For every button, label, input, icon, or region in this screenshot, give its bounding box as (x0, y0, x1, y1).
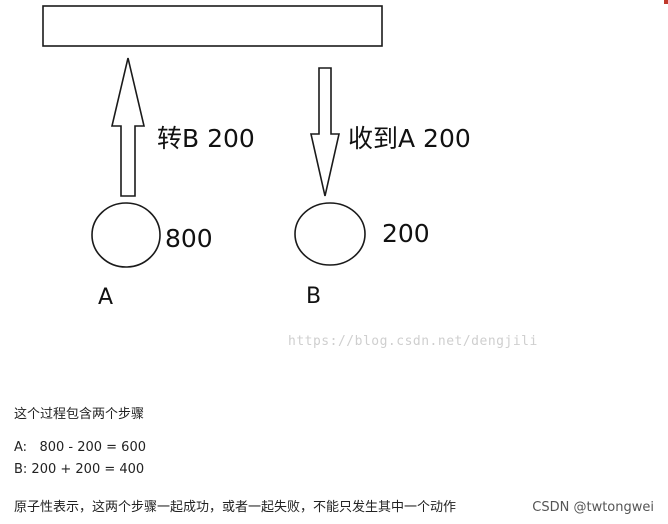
arrow-right-label: 收到A 200 (348, 124, 471, 153)
node-a-name: A (98, 285, 114, 310)
node-b-name: B (306, 284, 322, 309)
watermark-url: https://blog.csdn.net/dengjili (288, 334, 538, 349)
bank-box (42, 5, 383, 47)
notes-conclusion: 原子性表示，这两个步骤一起成功，或者一起失败，不能只发生其中一个动作 (14, 500, 457, 515)
transfer-diagram (42, 5, 383, 268)
corner-marker (664, 0, 668, 4)
arrow-left-label: 转B 200 (157, 124, 255, 153)
up-arrow-icon (110, 57, 146, 197)
notes-step-b: B: 200 + 200 = 400 (14, 462, 145, 477)
down-arrow-icon (309, 67, 341, 197)
notes-step-a: A: 800 - 200 = 600 (14, 440, 146, 455)
csdn-credit: CSDN @twtongwei (532, 500, 654, 515)
notes-heading: 这个过程包含两个步骤 (14, 407, 145, 422)
node-b-ellipse (294, 202, 366, 266)
node-a-value: 800 (165, 224, 213, 253)
node-b-value: 200 (382, 219, 430, 248)
node-a-ellipse (91, 202, 161, 268)
